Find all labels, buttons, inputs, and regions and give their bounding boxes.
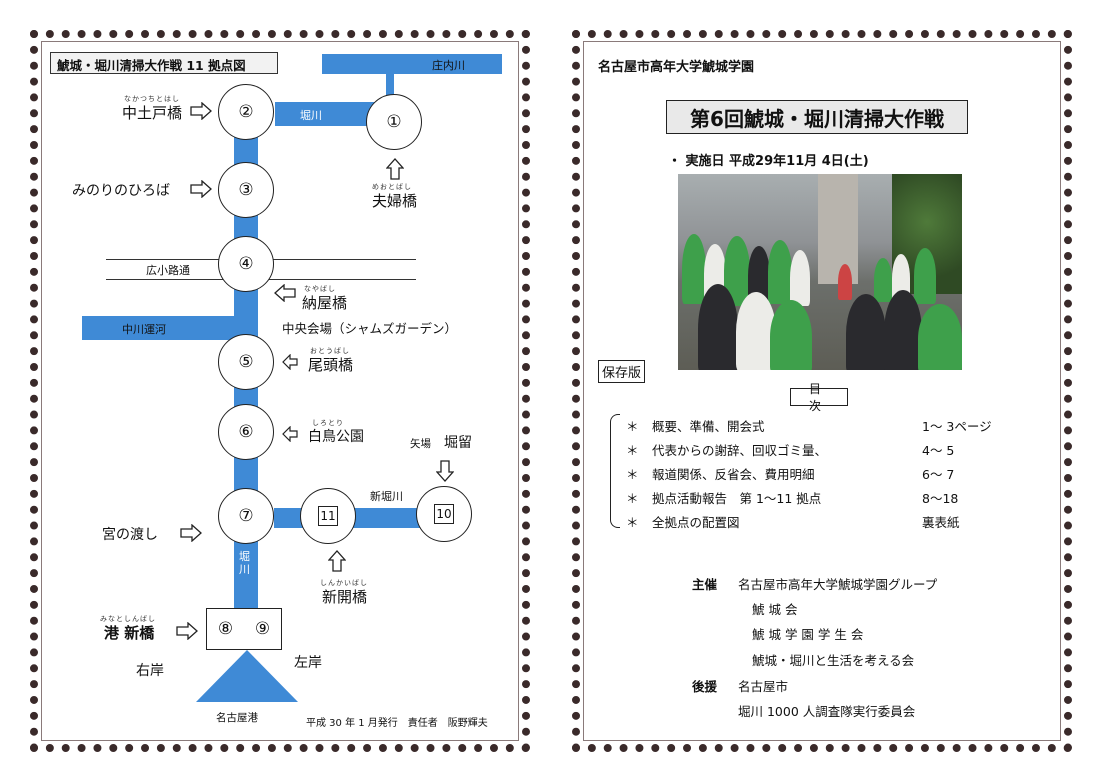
- port-box: ⑧ ⑨: [206, 608, 282, 650]
- organizer-name: 鯱城・堀川と生活を考える会: [752, 653, 915, 668]
- horidome-label: 堀留: [444, 435, 472, 451]
- nayabashi-label: 納屋橋: [302, 294, 348, 312]
- node-5: ⑤: [218, 334, 274, 390]
- nakadoto-ruby: なかつちとはし: [124, 95, 180, 103]
- organizer-name: 鯱 城 会: [752, 602, 798, 617]
- decorative-border: [30, 30, 530, 752]
- toc-page: 4～ 5: [922, 443, 955, 458]
- shinhorikawa-label: 新堀川: [370, 490, 403, 503]
- shonai-river: [322, 54, 502, 74]
- meoto-label: 夫婦橋: [372, 192, 418, 210]
- toc-page: 6～ 7: [922, 467, 955, 482]
- publication-footer: 平成 30 年 1 月発行 責任者 阪野輝夫: [306, 718, 488, 729]
- minori-label: みのりのひろば: [72, 183, 170, 199]
- hirokoji-label: 広小路通: [146, 264, 190, 277]
- report-title: 第6回鯱城・堀川清掃大作戦: [666, 100, 968, 134]
- miyanowatashi-label: 宮の渡し: [102, 527, 158, 543]
- node-10-label: 10: [434, 504, 454, 524]
- node-9: ⑨: [254, 619, 271, 639]
- right-bank-label: 右岸: [136, 663, 164, 679]
- supporter-name: 堀川 1000 人調査隊実行委員会: [738, 704, 916, 719]
- node-7: ⑦: [218, 488, 274, 544]
- asterisk-icon: ＊: [626, 443, 639, 458]
- node-8: ⑧: [217, 619, 234, 639]
- event-photo: [678, 174, 962, 370]
- decorative-border: [572, 30, 1072, 752]
- asterisk-icon: ＊: [626, 515, 639, 530]
- meoto-ruby: めおとばし: [372, 183, 412, 191]
- toc-item: ＊代表からの謝辞、回収ゴミ量、: [626, 440, 827, 459]
- node-10: 10: [416, 486, 472, 542]
- support-label: 後援: [692, 679, 718, 694]
- supporter-name: 名古屋市: [738, 679, 789, 694]
- event-date: ・ 実施日 平成29年11月 4日(土): [668, 154, 869, 169]
- central-venue-label: 中央会場（シャムズガーデン）: [282, 321, 458, 336]
- horikawa-top-label: 堀川: [300, 109, 322, 122]
- left-bank-label: 左岸: [294, 655, 322, 671]
- nagoya-port-triangle: [196, 650, 298, 702]
- toc-heading: 目次: [790, 382, 848, 413]
- map-page: 鯱城・堀川清掃大作戦 11 拠点図 庄内川 堀川 中川運河 新堀川 堀川 広小路…: [30, 30, 530, 752]
- arrow-right-icon: [190, 180, 212, 198]
- toc-item: ＊拠点活動報告 第 1～11 拠点: [626, 488, 821, 507]
- arrow-left-icon: [282, 426, 298, 442]
- cover-page: 名古屋市高年大学鯱城学園 第6回鯱城・堀川清掃大作戦 ・ 実施日 平成29年11…: [572, 30, 1072, 752]
- organizer-name: 鯱 城 学 園 学 生 会: [752, 627, 864, 642]
- node-2: ②: [218, 84, 274, 140]
- node-11: 11: [300, 488, 356, 544]
- otobashi-ruby: おとうばし: [310, 347, 350, 355]
- minatoshin-ruby: みなとしんばし: [100, 615, 156, 623]
- arrow-right-icon: [180, 524, 202, 542]
- nayabashi-ruby: なやばし: [304, 285, 336, 293]
- node-11-label: 11: [318, 506, 338, 526]
- asterisk-icon: ＊: [626, 467, 639, 482]
- node-3: ③: [218, 162, 274, 218]
- nakadoto-label: 中土戸橋: [122, 104, 183, 122]
- minatoshin-label: 港 新橋: [104, 624, 155, 642]
- toc-item: ＊報道関係、反省会、費用明細: [626, 464, 815, 483]
- toc-page: 8～18: [922, 491, 959, 506]
- organizer-name: 名古屋市高年大学鯱城学園グループ: [738, 577, 938, 592]
- organization-name: 名古屋市高年大学鯱城学園: [598, 60, 755, 75]
- toc-item: ＊概要、準備、開会式: [626, 416, 765, 435]
- arrow-down-icon: [436, 460, 454, 482]
- yaba-label: 矢場: [410, 438, 431, 450]
- toc-item: ＊全拠点の配置図: [626, 512, 740, 531]
- toc-bracket: [610, 414, 620, 528]
- nagoya-port-label: 名古屋港: [216, 712, 258, 724]
- map-title: 鯱城・堀川清掃大作戦 11 拠点図: [50, 52, 278, 74]
- asterisk-icon: ＊: [626, 491, 639, 506]
- nakagawa-canal: [82, 316, 234, 340]
- toc-page: 裏表紙: [922, 515, 960, 530]
- arrow-up-icon: [386, 158, 404, 180]
- horikawa-lower-label: 堀川: [239, 550, 250, 576]
- shonai-river-label: 庄内川: [432, 59, 465, 72]
- arrow-up-icon: [328, 550, 346, 572]
- shinkai-ruby: しんかいばし: [320, 579, 368, 587]
- nakagawa-canal-label: 中川運河: [122, 323, 166, 336]
- asterisk-icon: ＊: [626, 419, 639, 434]
- preserve-edition-badge: 保存版: [598, 360, 646, 383]
- arrow-left-icon: [274, 284, 296, 302]
- organizer-label: 主催: [692, 577, 718, 592]
- otobashi-label: 尾頭橋: [308, 356, 354, 374]
- node-6: ⑥: [218, 404, 274, 460]
- arrow-left-icon: [282, 354, 298, 370]
- arrow-right-icon: [176, 622, 198, 640]
- node-4: ④: [218, 236, 274, 292]
- node-1: ①: [366, 94, 422, 150]
- shirotori-ruby: しろとり: [312, 419, 344, 427]
- shirotori-label: 白鳥公園: [308, 429, 364, 445]
- arrow-right-icon: [190, 102, 212, 120]
- toc-page: 1～ 3ページ: [922, 419, 992, 434]
- shinkai-label: 新開橋: [322, 588, 368, 606]
